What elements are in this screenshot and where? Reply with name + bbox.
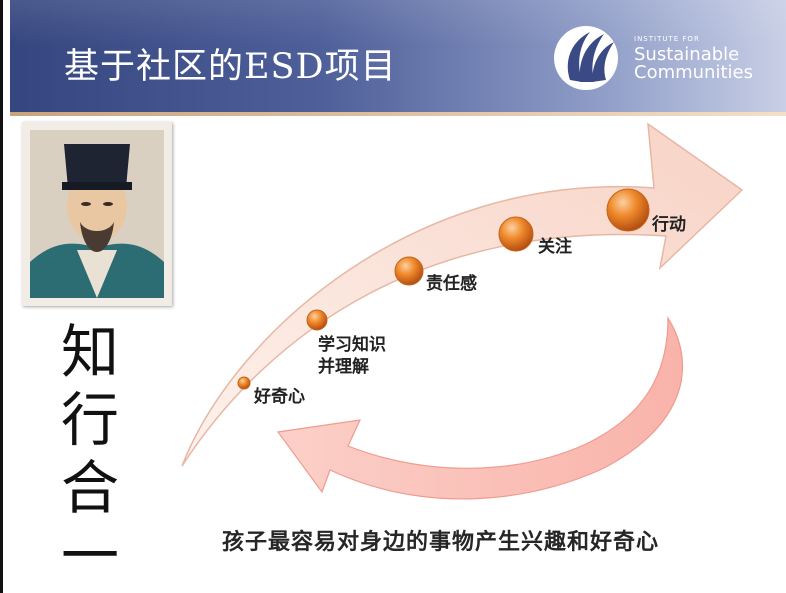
- stage-bullet-1: [237, 376, 251, 390]
- stage-bullet-2: [306, 309, 328, 331]
- slide-caption: 孩子最容易对身边的事物产生兴趣和好奇心: [222, 530, 660, 555]
- stage-bullet-4: [498, 216, 534, 252]
- slide-title: 基于社区的ESD项目: [64, 47, 397, 87]
- logo-text: INSTITUTE FOR Sustainable Communities: [634, 36, 753, 82]
- scholar-portrait: [22, 122, 172, 306]
- stage-bullet-5: [606, 188, 650, 232]
- calligraphy-char-2: 行: [60, 386, 119, 454]
- main-growth-arrow: [181, 122, 744, 467]
- stage-label-4: 关注: [538, 237, 572, 257]
- header-underline: [10, 112, 786, 116]
- portrait-illustration: [22, 122, 172, 306]
- swirl-logo-icon: [554, 26, 618, 90]
- slide-header: [10, 0, 786, 112]
- stage-label-3: 责任感: [426, 274, 477, 294]
- stage-label-5: 行动: [652, 215, 686, 235]
- logo-small-text: INSTITUTE FOR: [634, 35, 700, 43]
- calligraphy-char-4: 一: [60, 522, 119, 590]
- slide-left-border: [0, 0, 3, 593]
- institute-logo: INSTITUTE FOR Sustainable Communities: [550, 22, 780, 94]
- return-cycle-arrow: [276, 315, 683, 500]
- logo-line-2: Communities: [634, 62, 753, 83]
- header-gloss: [10, 0, 786, 46]
- calligraphy-char-3: 合: [60, 454, 119, 522]
- stage-label-2: 学习知识 并理解: [318, 335, 386, 377]
- calligraphy-char-1: 知: [60, 318, 119, 386]
- logo-line-1: Sustainable: [634, 44, 740, 65]
- stage-bullet-3: [394, 256, 424, 286]
- stage-label-1: 好奇心: [254, 387, 305, 407]
- calligraphy-column: 知 行 合 一: [50, 318, 130, 590]
